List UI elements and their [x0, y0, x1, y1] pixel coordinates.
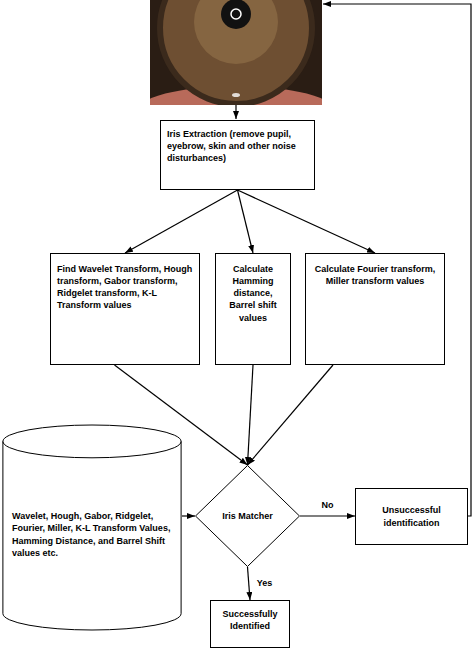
database-cylinder: Wavelet, Hough, Gabor, Ridgelet, Fourier…	[2, 425, 182, 630]
connector-arrow	[248, 365, 334, 465]
text-wrap: Calculate Hamming distance, Barrel shift…	[220, 263, 286, 324]
edge-label: Yes	[255, 578, 275, 589]
node-text: Successfully Identified	[215, 608, 285, 632]
text-wrap: Iris Extraction (remove pupil, eyebrow, …	[167, 128, 308, 164]
iris-inner	[194, 0, 278, 64]
result-box: Unsuccessful identification	[355, 488, 468, 545]
image-arrow	[235, 105, 236, 119]
node-text: Iris Extraction (remove pupil, eyebrow, …	[167, 128, 308, 164]
node-text: Iris Matcher	[222, 510, 273, 522]
connector-arrow	[125, 190, 238, 253]
process-box: Calculate Hamming distance, Barrel shift…	[215, 253, 291, 365]
eye-photo	[150, 0, 322, 105]
highlight	[231, 9, 241, 19]
connector-arrow	[248, 365, 254, 465]
text-wrap: Calculate Fourier transform, Miller tran…	[312, 263, 438, 287]
edge-label: No	[320, 500, 336, 511]
node-text: Unsuccessful identification	[362, 504, 461, 528]
connector-arrow	[238, 190, 376, 253]
text-wrap: Successfully Identified	[215, 608, 285, 632]
connector-arrow	[300, 515, 355, 516]
connector-arrow	[182, 515, 195, 516]
pupil	[221, 0, 251, 29]
process-box: Find Wavelet Transform, Hough transform,…	[50, 253, 200, 365]
process-box: Calculate Fourier transform, Miller tran…	[305, 253, 445, 365]
decision-diamond: Iris Matcher	[195, 465, 300, 567]
node-text: Wavelet, Hough, Gabor, Ridgelet, Fourier…	[12, 510, 172, 559]
connector-arrow	[248, 567, 251, 600]
iris	[160, 0, 312, 104]
text-wrap: Unsuccessful identification	[362, 504, 461, 528]
node-text: Calculate Hamming distance, Barrel shift…	[220, 263, 286, 324]
connector-arrow	[238, 190, 254, 253]
cylinder-rim	[3, 441, 181, 457]
text-wrap: Find Wavelet Transform, Hough transform,…	[57, 263, 193, 312]
cylinder-body	[3, 425, 181, 630]
text-wrap: Wavelet, Hough, Gabor, Ridgelet, Fourier…	[12, 510, 172, 559]
reflection	[232, 93, 240, 97]
process-box: Iris Extraction (remove pupil, eyebrow, …	[160, 120, 315, 190]
node-text: Find Wavelet Transform, Hough transform,…	[57, 263, 193, 312]
text-wrap: Iris Matcher	[222, 510, 273, 522]
diamond-shape	[196, 466, 300, 567]
node-text: Calculate Fourier transform, Miller tran…	[312, 263, 438, 287]
result-box: Successfully Identified	[210, 600, 290, 648]
